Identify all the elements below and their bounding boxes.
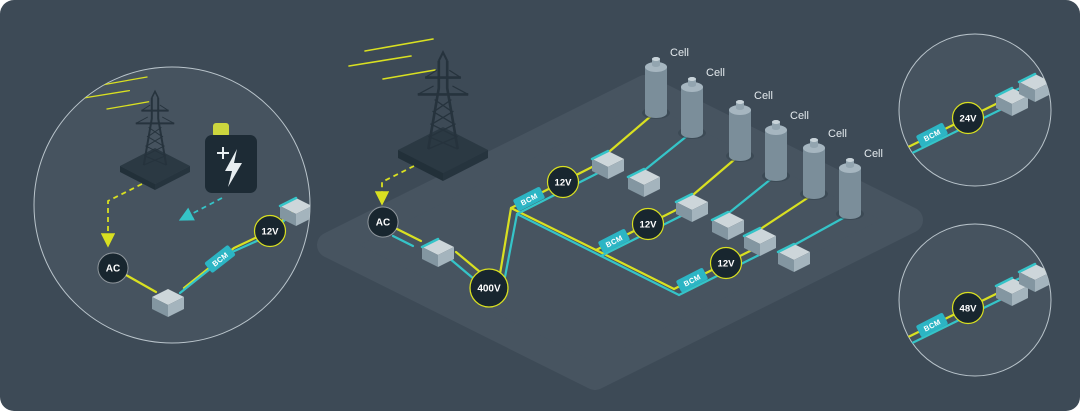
bcm-badge: BCM: [598, 229, 630, 253]
cell-label: Cell: [828, 128, 847, 140]
inset-48v: BCM 48V: [898, 223, 1052, 377]
voltage-12v-label: 12V: [640, 220, 658, 231]
lightning-bolt-icon: [225, 149, 242, 187]
cell-cylinder: [765, 120, 787, 181]
voltage-400v-badge: 400V: [469, 268, 509, 308]
cell-label: Cell: [790, 110, 809, 122]
voltage-12v-badge: 12V: [253, 214, 287, 248]
cell-cylinder: [839, 158, 861, 219]
speed-lines-icon: [348, 38, 436, 80]
bcm-badge: BCM: [916, 313, 948, 337]
ac-badge: AC: [97, 252, 129, 284]
cells: Cell Cell Cell Cell Cell Cell: [642, 47, 883, 220]
left-inset: AC BCM 12V: [33, 66, 311, 344]
voltage-12v-label: 12V: [718, 259, 736, 270]
tower-base-slab: [120, 148, 190, 190]
voltage-12v-label: 12V: [555, 178, 573, 189]
battery-icon: [205, 123, 257, 193]
voltage-12v-badge: 12V: [546, 165, 580, 199]
inset-24v: BCM 24V: [898, 33, 1052, 187]
ac-label: AC: [376, 218, 390, 229]
ac-badge: AC: [367, 206, 399, 238]
voltage-400v-label: 400V: [477, 284, 501, 295]
tower-base-slab: [398, 127, 488, 181]
voltage-12v-badge: 12V: [709, 246, 743, 280]
voltage-24v-badge: 24V: [951, 101, 985, 135]
grid-dashed-arrow: [100, 183, 143, 248]
grid-to-ac-dashed-arrow: [374, 165, 415, 206]
ac-label: AC: [106, 264, 120, 275]
voltage-48v-label: 48V: [960, 304, 978, 315]
cell-label: Cell: [706, 67, 725, 79]
bcm-badge: BCM: [916, 123, 948, 147]
cell-label: Cell: [754, 90, 773, 102]
main-scene: Cell Cell Cell Cell Cell Cell AC 400V BC…: [317, 38, 923, 390]
battery-dashed-arrow: [178, 197, 223, 221]
bcm-badge: BCM: [513, 187, 545, 211]
voltage-12v-label: 12V: [262, 227, 280, 238]
voltage-12v-badge: 12V: [631, 207, 665, 241]
voltage-48v-badge: 48V: [951, 291, 985, 325]
cell-cylinder: [729, 100, 751, 161]
cell-label: Cell: [864, 148, 883, 160]
cell-cylinder: [681, 77, 703, 138]
cell-cylinder: [803, 138, 825, 199]
bcm-badge: BCM: [676, 268, 708, 292]
cell-label: Cell: [670, 47, 689, 59]
voltage-24v-label: 24V: [960, 114, 978, 125]
cell-cylinder: [645, 57, 667, 118]
